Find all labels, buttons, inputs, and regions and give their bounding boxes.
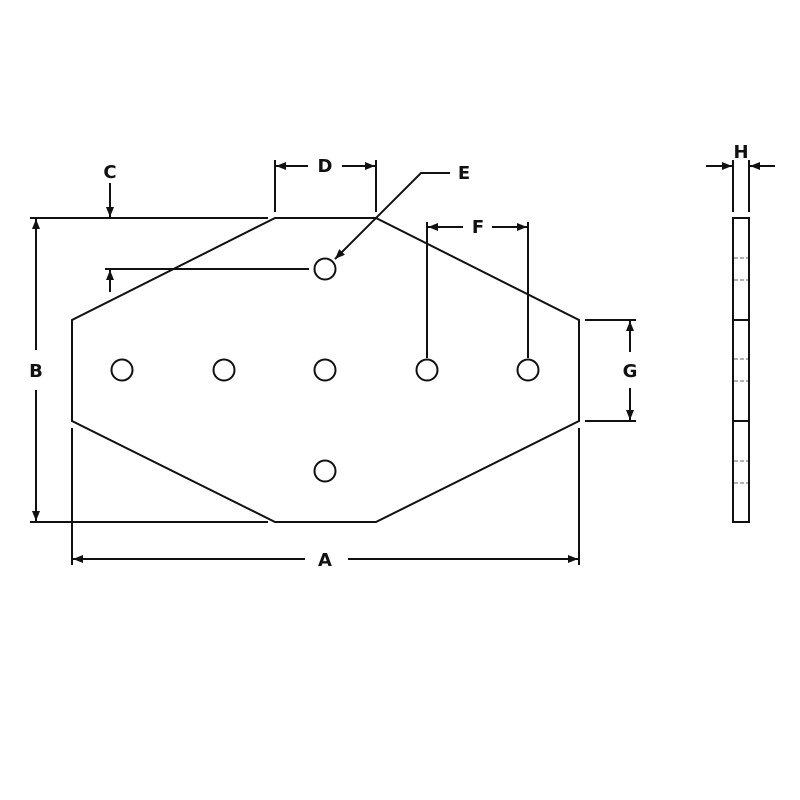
hidden-holes [734,257,748,484]
label-f: F [472,217,484,238]
label-e: E [458,163,470,184]
label-d: D [318,156,333,177]
label-g: G [623,361,638,382]
side-view [732,160,750,523]
label-h: H [733,142,748,163]
plate-outline [71,217,580,523]
label-c: C [103,162,116,183]
dimension-lines [32,162,775,563]
label-b: B [29,361,43,382]
holes [110,257,540,483]
label-a: A [318,550,332,571]
